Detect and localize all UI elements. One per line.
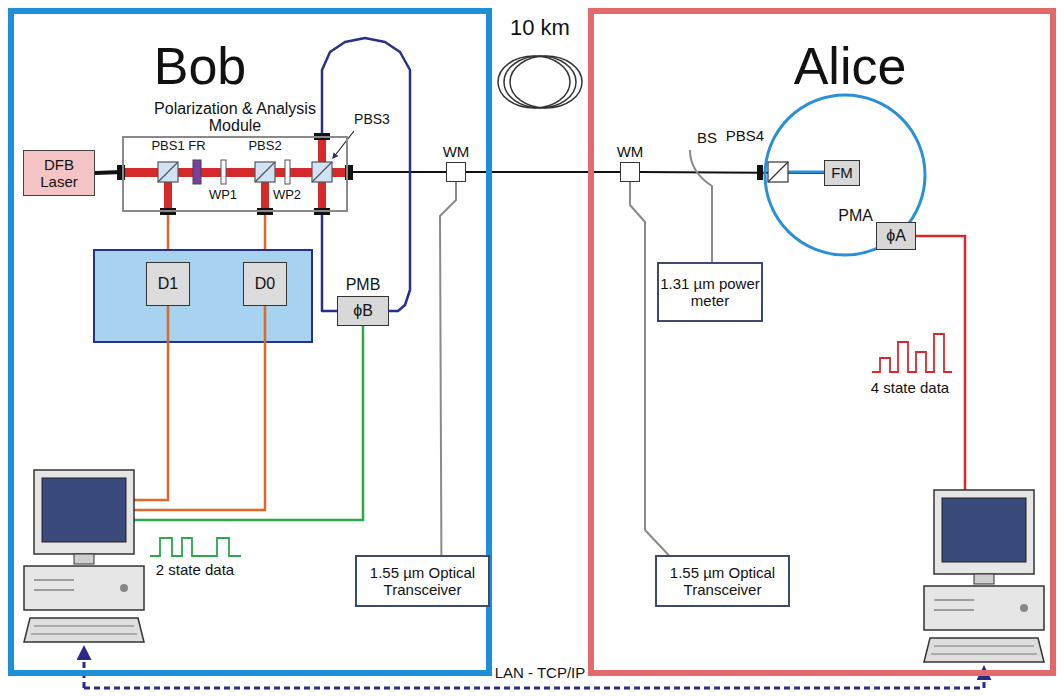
faraday-mirror: FM (824, 160, 860, 185)
fiber (788, 171, 824, 174)
node-label: DFB Laser (24, 156, 94, 191)
data-waveform (150, 538, 241, 556)
node-label: PMA (838, 207, 873, 225)
node-label: D0 (255, 275, 275, 293)
part-name: PBS2 (248, 139, 281, 153)
signal-wire (916, 236, 965, 490)
lan-link (83, 648, 86, 688)
node-label: FM (831, 164, 853, 181)
party-region: AliceWM1.31 µm power meterFMPMAϕA1.55 µm… (588, 8, 1056, 676)
node-label: Polarization & Analysis Module (150, 100, 320, 135)
fiber-connector (630, 182, 669, 555)
text-block: ϕB (353, 302, 373, 320)
beam-splitter-cube (768, 162, 788, 182)
node-label: 1.55 µm Optical Transceiver (657, 564, 788, 599)
text-block: ϕA (886, 227, 906, 245)
fiber-port (117, 133, 353, 215)
wavelength-mux: WM (620, 162, 640, 182)
signal-name: 2 state data (156, 562, 234, 579)
fiber-tap (690, 150, 712, 262)
fiber-connector (348, 171, 446, 173)
transceiver-box: 1.55 µm Optical Transceiver (655, 555, 790, 607)
fiber-length: 10 km (510, 16, 570, 40)
node-label: WM (443, 144, 470, 161)
part-name: WP1 (209, 188, 237, 202)
node-label: 1.31 µm power meter (659, 275, 761, 310)
signal-wire (134, 306, 363, 520)
lan-link (84, 687, 984, 690)
node-label: 1.55 µm Optical Transceiver (357, 564, 488, 599)
optical-bench (117, 131, 354, 215)
faraday-rotator (193, 160, 201, 184)
phase-modulator: PMAϕA (876, 222, 916, 250)
text-block: 1.31 µm power meter (659, 275, 761, 310)
signal-name: 4 state data (871, 380, 949, 397)
node-label: WM (617, 144, 644, 161)
link-name: LAN - TCP/IP (495, 665, 586, 682)
part-name: WP2 (273, 188, 301, 202)
fiber-connector (640, 172, 824, 173)
node-symbol: ϕB (353, 302, 373, 320)
text-block: D0 (255, 275, 275, 293)
node-label: PMB (346, 276, 381, 294)
part-name: PBS1 (151, 139, 184, 153)
part-name: FR (188, 139, 205, 153)
text-block: FM (831, 164, 853, 181)
text-block: DFB Laser (24, 156, 94, 191)
detector-box: D0 (243, 262, 287, 306)
laser-box: DFB Laser (23, 150, 95, 196)
power-meter: 1.31 µm power meter (657, 262, 763, 322)
fiber-loop (765, 95, 925, 255)
detector-box: D1 (146, 262, 190, 306)
wavelength-mux: WM (446, 162, 466, 182)
node-label: Alice (794, 40, 907, 92)
wave-plate (221, 160, 226, 184)
node-label: Bob (154, 40, 247, 92)
wave-plate (285, 160, 290, 184)
part-name: BS (697, 130, 717, 147)
part-name: PBS3 (354, 112, 390, 127)
data-waveform (872, 334, 952, 372)
text-block: 1.55 µm Optical Transceiver (357, 564, 488, 599)
fiber-coil (498, 56, 582, 108)
fiber-connector (440, 182, 456, 555)
computer-icon (924, 490, 1044, 662)
fiber-connector (322, 212, 337, 311)
part-name: PBS4 (726, 128, 764, 145)
transceiver-box: 1.55 µm Optical Transceiver (355, 555, 490, 607)
beam-splitter-cube (158, 162, 332, 182)
phase-modulator: PMBϕB (337, 296, 389, 326)
text-block: D1 (158, 275, 178, 293)
node-label: D1 (158, 275, 178, 293)
detector-housing (94, 250, 312, 342)
computer-icon (24, 470, 144, 642)
node-symbol: ϕA (886, 227, 906, 245)
text-block: 1.55 µm Optical Transceiver (657, 564, 788, 599)
fiber-connector (757, 165, 763, 180)
party-region: BobPolarization & Analysis ModuleDFB Las… (8, 8, 492, 676)
